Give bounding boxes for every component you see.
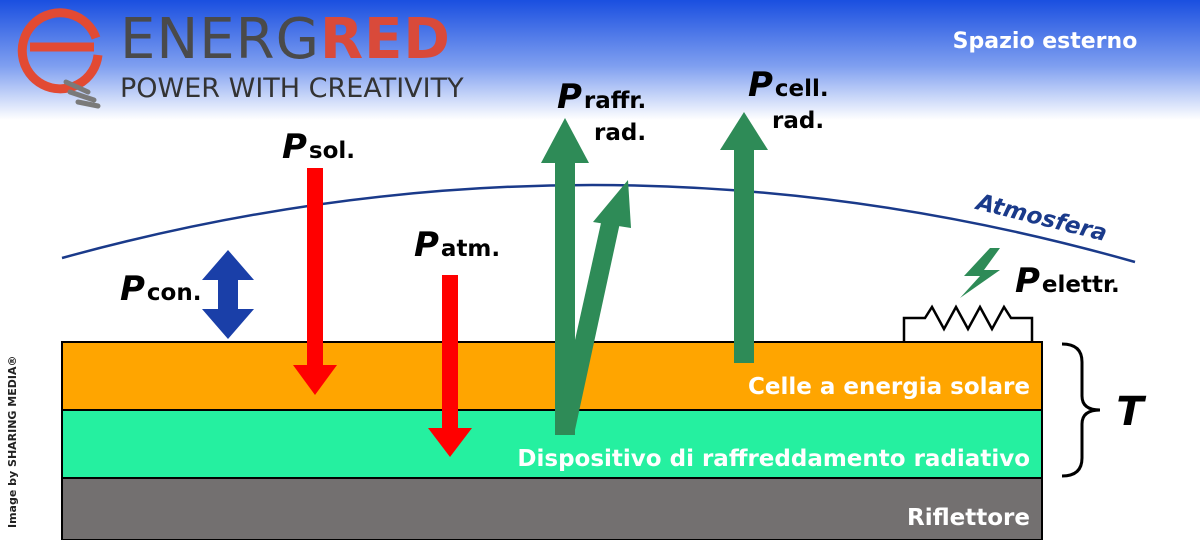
sky-background [0,0,1200,120]
brand-name-part2: RED [319,7,451,72]
p-cell-subscript-line2: rad. [772,108,824,134]
reflector-label: Riflettore [907,505,1030,531]
solar-cells-label: Celle a energia solare [748,374,1030,400]
p-con-subscript: con. [147,280,202,306]
p-atm-subscript: atm. [441,236,500,262]
image-credit: Image by SHARING MEDIA® [6,355,19,528]
atmospheric-power-arrow [428,275,472,457]
p-con-symbol: P [120,269,145,309]
p-elettr-label: Pelettr. [1015,261,1120,301]
p-sol-label: Psol. [282,127,355,167]
cooling-device-layer [61,409,1043,479]
cooling-device-label: Dispositivo di raffreddamento radiativo [517,446,1030,472]
radiative-cooling-arrow [541,118,631,435]
p-atm-symbol: P [414,225,439,265]
p-cell-label: Pcell. [748,65,829,105]
cell-radiation-arrow [720,112,768,363]
p-atm-label: Patm. [414,225,500,265]
energred-bulb-logo-icon [17,8,103,109]
reflector-layer [61,477,1043,540]
brand-name-part1: ENERG [120,7,320,72]
p-cell-symbol: P [748,65,773,105]
brand-tagline: POWER WITH CREATIVITY [120,73,464,104]
p-raffr-label: Praffr. [557,77,646,117]
solar-power-arrow [293,168,337,395]
convection-arrow [202,250,254,339]
p-sol-symbol: P [282,127,307,167]
solar-cells-layer [61,341,1043,411]
atmosphere-line [61,183,1136,264]
curly-brace-icon [1061,342,1101,478]
p-con-label: Pcon. [120,269,201,309]
p-elettr-symbol: P [1015,261,1040,301]
brand-name: ENERGRED [120,8,520,72]
resistor-icon [902,304,1034,342]
p-raffr-subscript: raffr. [584,88,646,114]
outer-space-label: Spazio esterno [953,29,1138,54]
lightning-bolt-icon [960,248,1000,298]
brand-block: ENERGRED POWER WITH CREATIVITY [120,8,520,104]
p-sol-subscript: sol. [309,138,355,164]
p-cell-subscript: cell. [775,76,829,102]
temperature-label: T [1116,389,1146,435]
p-raffr-symbol: P [557,77,582,117]
p-elettr-subscript: elettr. [1042,272,1120,298]
p-raffr-subscript-line2: rad. [594,120,646,146]
